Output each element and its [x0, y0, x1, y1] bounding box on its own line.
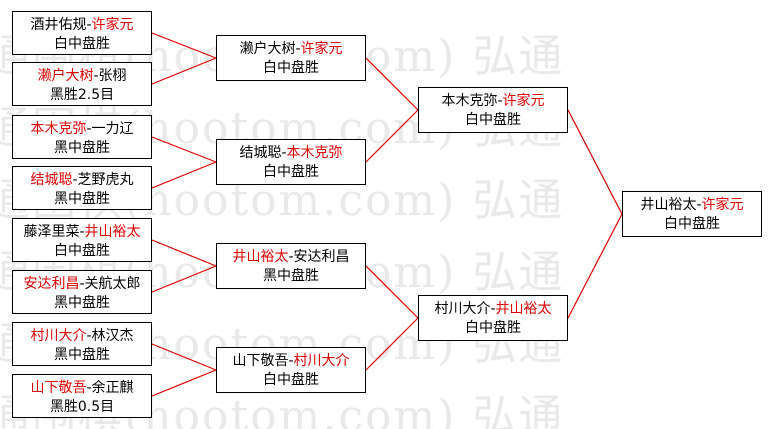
player-1: 濑户大树 — [239, 41, 296, 57]
match-box-r2-2: 结城聪-本木克弥 白中盘胜 — [216, 139, 366, 185]
player-2: 许家元 — [701, 197, 744, 213]
match-players: 村川大介-井山裕太 — [434, 301, 552, 317]
match-box-r2-4: 山下敬吾-村川大介 白中盘胜 — [216, 347, 366, 393]
match-players: 濑户大树-张栩 — [37, 68, 127, 84]
player-1: 结城聪 — [239, 145, 282, 161]
match-box-r1-1: 酒井佑规-许家元 白中盘胜 — [12, 11, 152, 55]
match-result: 白中盘胜 — [263, 60, 319, 76]
player-1: 村川大介 — [30, 328, 87, 344]
match-box-r1-2: 濑户大树-张栩 黑胜2.5目 — [12, 62, 152, 106]
player-2: 一力辽 — [91, 121, 134, 137]
match-box-r2-1: 濑户大树-许家元 白中盘胜 — [216, 35, 366, 81]
match-result: 黑胜2.5目 — [49, 87, 115, 103]
match-box-final: 井山裕太-许家元 白中盘胜 — [622, 191, 762, 237]
match-box-r1-6: 安达利昌-关航太郎 黑中盘胜 — [12, 270, 152, 314]
connector-line — [151, 57, 217, 85]
player-2: 关航太郎 — [84, 276, 141, 292]
match-players: 山下敬吾-村川大介 — [232, 353, 350, 369]
match-players: 酒井佑规-许家元 — [30, 17, 134, 33]
match-box-r1-3: 本木克弥-一力辽 黑中盘胜 — [12, 115, 152, 159]
player-1: 本木克弥 — [441, 93, 498, 109]
match-box-r1-8: 山下敬吾-余正麒 黑胜0.5目 — [12, 374, 152, 418]
player-2: 井山裕太 — [84, 224, 141, 240]
player-1: 濑户大树 — [37, 68, 94, 84]
player-1: 本木克弥 — [30, 121, 87, 137]
match-result: 黑中盘胜 — [54, 347, 110, 363]
player-2: 村川大介 — [293, 353, 350, 369]
match-players: 井山裕太-安达利昌 — [232, 249, 350, 265]
player-2: 许家元 — [91, 17, 134, 33]
connector-line — [151, 343, 217, 371]
player-2: 井山裕太 — [495, 301, 552, 317]
match-box-r1-4: 结城聪-芝野虎丸 黑中盘胜 — [12, 166, 152, 210]
player-2: 许家元 — [300, 41, 343, 57]
connector-line — [151, 239, 217, 267]
connector-line — [151, 161, 217, 189]
match-result: 黑胜0.5目 — [49, 399, 115, 415]
player-1: 结城聪 — [30, 172, 73, 188]
match-players: 本木克弥-许家元 — [441, 93, 545, 109]
match-result: 白中盘胜 — [664, 216, 720, 232]
match-box-r2-3: 井山裕太-安达利昌 黑中盘胜 — [216, 243, 366, 289]
player-1: 山下敬吾 — [30, 380, 87, 396]
player-1: 山下敬吾 — [232, 353, 289, 369]
match-box-r3-2: 村川大介-井山裕太 白中盘胜 — [418, 295, 568, 341]
match-box-r1-7: 村川大介-林汉杰 黑中盘胜 — [12, 322, 152, 366]
connector-line — [151, 136, 217, 163]
player-2: 芝野虎丸 — [77, 172, 134, 188]
match-players: 山下敬吾-余正麒 — [30, 380, 134, 396]
connector-line — [151, 369, 217, 397]
player-2: 张栩 — [98, 68, 127, 84]
player-1: 井山裕太 — [232, 249, 289, 265]
connector-line — [365, 265, 419, 319]
connector-line — [151, 265, 217, 293]
match-result: 黑中盘胜 — [54, 191, 110, 207]
match-players: 结城聪-本木克弥 — [239, 145, 343, 161]
match-result: 白中盘胜 — [465, 112, 521, 128]
connector-line — [151, 32, 217, 59]
match-result: 黑中盘胜 — [54, 295, 110, 311]
match-result: 白中盘胜 — [263, 372, 319, 388]
match-box-r3-1: 本木克弥-许家元 白中盘胜 — [418, 87, 568, 133]
match-players: 村川大介-林汉杰 — [30, 328, 134, 344]
match-players: 濑户大树-许家元 — [239, 41, 343, 57]
connector-line — [365, 109, 419, 163]
player-1: 藤泽里菜 — [23, 224, 80, 240]
match-result: 白中盘胜 — [465, 320, 521, 336]
player-2: 余正麒 — [91, 380, 134, 396]
match-players: 本木克弥-一力辽 — [30, 121, 134, 137]
match-box-r1-5: 藤泽里菜-井山裕太 白中盘胜 — [12, 218, 152, 262]
player-1: 酒井佑规 — [30, 17, 87, 33]
player-1: 井山裕太 — [640, 197, 697, 213]
connector-line — [567, 213, 623, 319]
match-result: 黑中盘胜 — [54, 140, 110, 156]
match-result: 黑中盘胜 — [263, 268, 319, 284]
match-players: 安达利昌-关航太郎 — [23, 276, 141, 292]
match-players: 结城聪-芝野虎丸 — [30, 172, 134, 188]
player-2: 许家元 — [502, 93, 545, 109]
player-1: 安达利昌 — [23, 276, 80, 292]
match-result: 白中盘胜 — [263, 164, 319, 180]
match-players: 藤泽里菜-井山裕太 — [23, 224, 141, 240]
connector-line — [365, 57, 419, 111]
player-2: 林汉杰 — [91, 328, 134, 344]
player-2: 本木克弥 — [286, 145, 343, 161]
connector-line — [567, 109, 623, 215]
player-1: 村川大介 — [434, 301, 491, 317]
player-2: 安达利昌 — [293, 249, 350, 265]
match-result: 白中盘胜 — [54, 36, 110, 52]
match-result: 白中盘胜 — [54, 243, 110, 259]
match-players: 井山裕太-许家元 — [640, 197, 744, 213]
connector-line — [365, 317, 419, 371]
